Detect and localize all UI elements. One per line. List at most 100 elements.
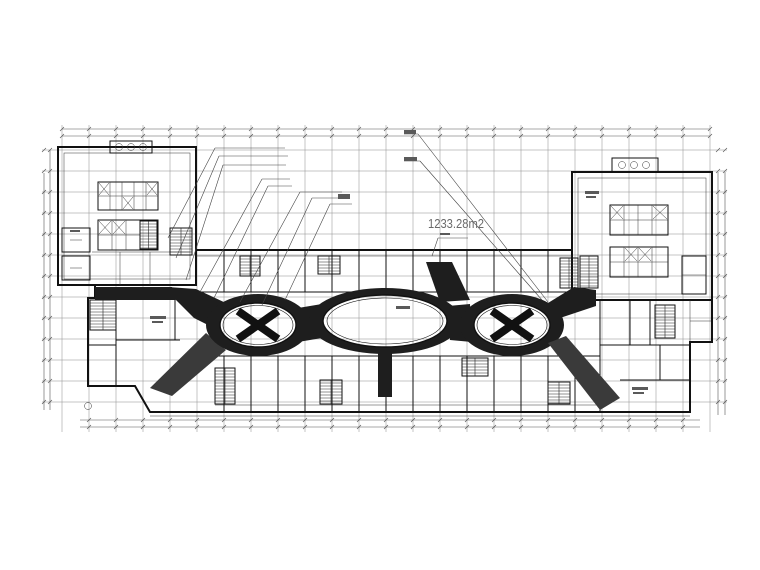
elevator-shaft-icon [98,220,126,235]
dimension-tick [715,357,721,363]
left-tower-core-upper-partitions [98,182,158,210]
door-swing-icon [139,143,147,151]
dimension-tick [329,424,335,430]
southwest-entrance-corridor [150,333,226,396]
dimension-tick [47,294,53,300]
dimension-tick [545,424,551,430]
annotation-mark [586,196,596,198]
dimension-tick [329,133,335,139]
dimension-tick [113,417,119,423]
dimension-tick [383,126,389,132]
stair [654,304,676,339]
dimension-tick [437,126,443,132]
illegible-annotation-marks [70,130,648,394]
dimension-tick [653,133,659,139]
mall-podium [84,249,713,417]
central-atrium-void [322,294,448,348]
dimension-tick [715,315,721,321]
dimension-tick [599,126,605,132]
dimension-tick [572,417,578,423]
dimension-tick [167,126,173,132]
dimension-tick [167,417,173,423]
annotation-mark [338,194,350,199]
stair [559,257,579,289]
dimension-tick [722,378,728,384]
stair [317,255,341,275]
dimension-tick [47,147,53,153]
dimension-tick [86,133,92,139]
dimension-tick [383,417,389,423]
dimension-tick [329,126,335,132]
dimension-tick [545,417,551,423]
dimension-tick [715,168,721,174]
dimension-tick [302,133,308,139]
annotation-mark [396,306,410,309]
annotation-mark [152,321,163,323]
dimension-tick [41,399,47,405]
dimension-tick [41,273,47,279]
dimension-tick [41,168,47,174]
right-tower-core-upper-partitions [610,205,668,235]
annotation-mark [632,387,648,390]
dimension-tick [715,399,721,405]
dimension-tick [302,424,308,430]
stair [214,367,236,405]
dimension-tick [356,133,362,139]
dimension-tick [545,126,551,132]
dimension-tick [626,133,632,139]
dimension-tick [221,424,227,430]
dimension-tick [715,147,721,153]
dimension-tick [715,252,721,258]
left-tower-core-lower-partitions [98,220,140,250]
right-tower-core-lower-partitions [610,247,668,277]
dimension-tick [518,133,524,139]
southeast-entrance-corridor [548,336,620,410]
door-swing-icon [127,143,135,151]
right-tower [571,157,713,342]
dimension-tick [680,126,686,132]
dimension-tick [599,424,605,430]
dimension-tick [653,417,659,423]
dimension-tick [599,417,605,423]
dimension-tick [356,126,362,132]
mall-outer-wall [87,249,713,413]
dimension-tick [545,133,551,139]
door-swing-icon [618,161,626,169]
dimension-tick [464,126,470,132]
dimension-tick [518,424,524,430]
dimension-tick [464,417,470,423]
dimension-tick [491,417,497,423]
west-corridor-strip [95,287,176,300]
dimension-tick [41,336,47,342]
dimension-tick [47,168,53,174]
left-tower-side-room [61,227,91,253]
right-tower-side-partitions [682,274,712,342]
dimension-tick [491,424,497,430]
dimension-tick [626,424,632,430]
elevator-shaft-icon [610,205,668,220]
dimension-tick [221,133,227,139]
dimension-tick [722,399,728,405]
dimension-tick [140,126,146,132]
left-tower-outer-wall [57,146,197,286]
dimension-tick [356,424,362,430]
dimension-tick [167,424,173,430]
annotation-mark [404,130,416,134]
west-atrium-x-icon [235,307,281,343]
dimension-tick [41,378,47,384]
dimension-tick [722,294,728,300]
east-atrium-void [473,302,551,348]
dimension-tick [140,417,146,423]
east-atrium-void-edge [476,305,548,345]
north-corridor-wedge [426,262,470,302]
dimension-tick [41,189,47,195]
dimension-tick [47,315,53,321]
dimension-tick [194,424,200,430]
dimension-tick [113,133,119,139]
dimension-tick [383,133,389,139]
dimension-tick [275,417,281,423]
dimension-tick [248,126,254,132]
dimension-tick [275,424,281,430]
dimension-tick [518,126,524,132]
